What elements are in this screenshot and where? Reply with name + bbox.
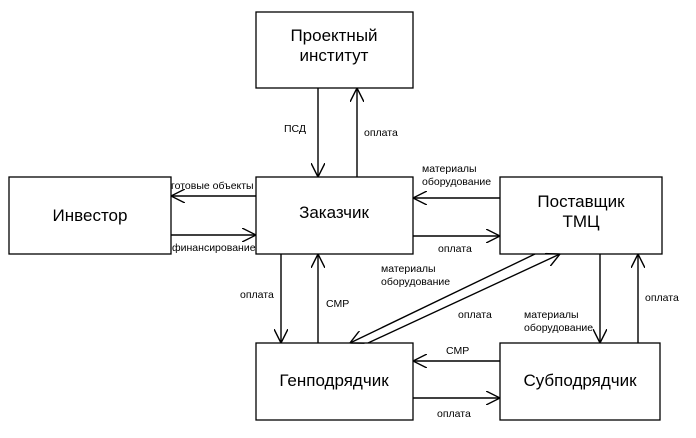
node-investor-label: Инвестор [53,206,128,225]
node-customer-label: Заказчик [299,203,369,222]
edge-payment-institute-label: оплата [364,127,398,139]
edge-payment-to-supplier-label: оплата [438,243,472,255]
edge-payment-gen-to-sub-label: оплата [437,408,471,420]
edge-materials-to-gen-line1: материалы [381,263,436,275]
edge-materials-to-gen-line2: оборудование [381,276,450,288]
node-customer: Заказчик [255,176,414,255]
node-supplier-line2: ТМЦ [562,212,600,231]
node-subcontractor-label: Субподрядчик [523,371,637,390]
node-supplier: Поставщик ТМЦ [499,176,663,255]
edge-payment-gen-to-supplier-label: оплата [458,309,492,321]
edge-smr-sub-to-gen-label: СМР [446,345,469,357]
node-investor: Инвестор [8,176,172,255]
node-supplier-line1: Поставщик [537,192,625,211]
edge-materials-to-gen [350,253,536,343]
edge-payment-sub-to-supplier-label: оплата [645,292,679,304]
node-institute-line2: институт [300,46,369,65]
node-gencontractor: Генподрядчик [255,342,414,421]
edge-materials-to-customer-line2: оборудование [422,176,491,188]
edge-ready-objects-label: готовые объекты [171,180,254,192]
node-subcontractor: Субподрядчик [499,342,661,421]
edge-payment-gen-to-supplier [367,254,560,344]
edge-materials-to-sub-line1: материалы [524,309,579,321]
node-institute-line1: Проектный [290,26,377,45]
edge-payment-to-gen-label: оплата [240,289,274,301]
node-gencontractor-label: Генподрядчик [279,371,389,390]
node-institute: Проектный институт [255,11,414,89]
edge-smr-to-customer-label: СМР [326,298,349,310]
edge-materials-to-customer-line1: материалы [422,163,477,175]
edge-financing-label: финансирование [172,242,256,254]
edge-psd-label: ПСД [284,123,306,135]
edge-materials-to-sub-line2: оборудование [524,322,593,334]
